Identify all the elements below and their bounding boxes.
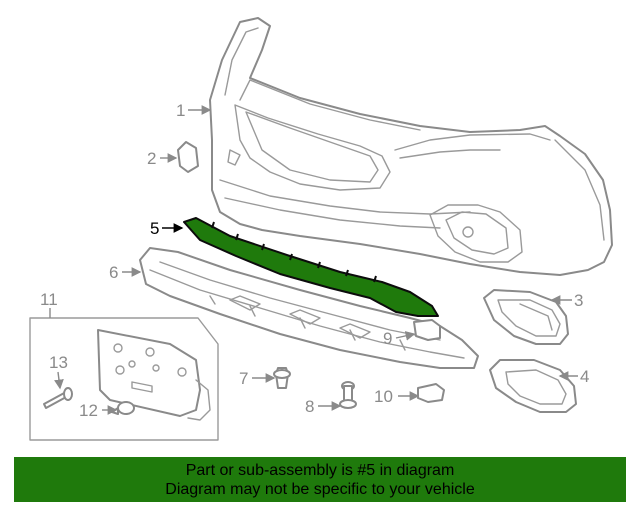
- callout-1: 1: [176, 101, 185, 120]
- license-bracket-group-box: [29, 317, 219, 441]
- bumper-fascia: [209, 17, 613, 276]
- fog-bezel-lower: [489, 359, 577, 413]
- callout-2: 2: [147, 149, 156, 168]
- banner-line-2: Diagram may not be specific to your vehi…: [165, 481, 475, 498]
- callout-5: 5: [150, 219, 159, 238]
- callout-3: 3: [574, 291, 583, 310]
- callout-13: 13: [49, 353, 68, 372]
- callout-arrows: [49, 105, 578, 415]
- banner-line-1: Part or sub-assembly is #5 in diagram: [185, 462, 455, 479]
- tow-hook-cover: [177, 141, 199, 173]
- clip-part-9: [413, 319, 441, 341]
- callout-4: 4: [580, 367, 589, 386]
- callout-9: 9: [383, 329, 392, 348]
- callout-11: 11: [40, 290, 58, 309]
- screw-part-13: [43, 387, 73, 409]
- deflector-tabs: [211, 221, 377, 283]
- callout-12: 12: [79, 401, 98, 420]
- rivet-part-12: [111, 401, 135, 415]
- callout-10: 10: [374, 387, 393, 406]
- push-pin-part-7: [273, 367, 291, 389]
- lower-shield: [139, 247, 479, 369]
- clip-part-10: [417, 383, 445, 403]
- callout-labels: 1 2 3 4 5 6 7 8 9 10 11 12 13: [40, 101, 589, 420]
- callout-8: 8: [305, 397, 314, 416]
- lower-deflector-part-5: [183, 217, 439, 317]
- bolt-part-8: [339, 381, 357, 409]
- fog-bezel-upper: [483, 289, 569, 345]
- callout-6: 6: [109, 263, 118, 282]
- license-plate-bracket: [97, 329, 211, 421]
- info-banner: Part or sub-assembly is #5 in diagram Di…: [14, 457, 626, 502]
- callout-7: 7: [239, 369, 248, 388]
